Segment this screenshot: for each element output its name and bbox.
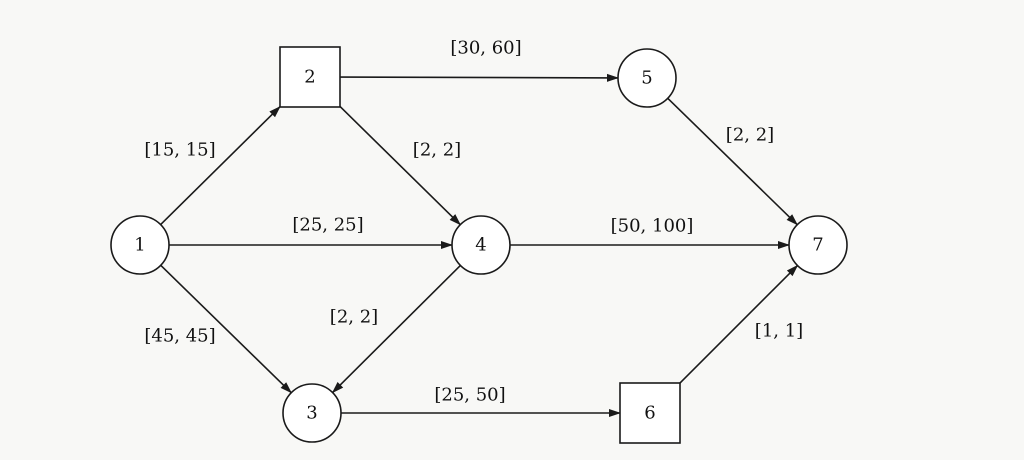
node-6-square (619, 382, 681, 444)
edge-label-6-7: [1, 1] (755, 321, 803, 342)
edge-label-3-6: [25, 50] (434, 385, 505, 406)
node-2-square (279, 46, 341, 108)
nodes-layer: 1 2 3 4 5 6 7 (110, 46, 848, 444)
node-3: 3 (282, 383, 342, 443)
edge-1-3 (160, 264, 292, 394)
edge-6-7 (679, 264, 799, 384)
node-5-circle (617, 48, 677, 108)
node-3-circle (282, 383, 342, 443)
edge-label-5-7: [2, 2] (726, 125, 774, 146)
node-7-label: 7 (812, 235, 823, 256)
node-7: 7 (788, 215, 848, 275)
edge-4-3 (331, 264, 461, 394)
node-4-label: 4 (475, 235, 486, 256)
edge-label-2-4: [2, 2] (413, 140, 461, 161)
node-1-label: 1 (134, 235, 145, 256)
node-1: 1 (110, 215, 170, 275)
edge-label-2-5: [30, 60] (450, 38, 521, 59)
node-5-label: 5 (641, 68, 652, 89)
edge-label-1-3: [45, 45] (144, 326, 215, 347)
node-3-label: 3 (306, 403, 317, 424)
node-1-circle (110, 215, 170, 275)
edge-label-1-2: [15, 15] (144, 140, 215, 161)
edge-label-4-3: [2, 2] (330, 307, 378, 328)
node-4: 4 (451, 215, 511, 275)
edge-1-2 (160, 105, 281, 226)
node-6: 6 (619, 382, 681, 444)
node-4-circle (451, 215, 511, 275)
node-2-label: 2 (304, 67, 315, 88)
node-5: 5 (617, 48, 677, 108)
node-2: 2 (279, 46, 341, 108)
edge-label-1-4: [25, 25] (292, 215, 363, 236)
node-7-circle (788, 215, 848, 275)
edge-2-4 (339, 105, 462, 226)
node-6-label: 6 (644, 403, 655, 424)
edge-2-5 (339, 73, 620, 82)
edge-5-7 (667, 97, 798, 226)
edge-labels-layer: [15, 15] [25, 25] [45, 45] [30, 60] [2, 2] [2… (144, 38, 803, 406)
edges-layer (160, 73, 799, 417)
edge-label-4-7: [50, 100] (611, 216, 694, 237)
